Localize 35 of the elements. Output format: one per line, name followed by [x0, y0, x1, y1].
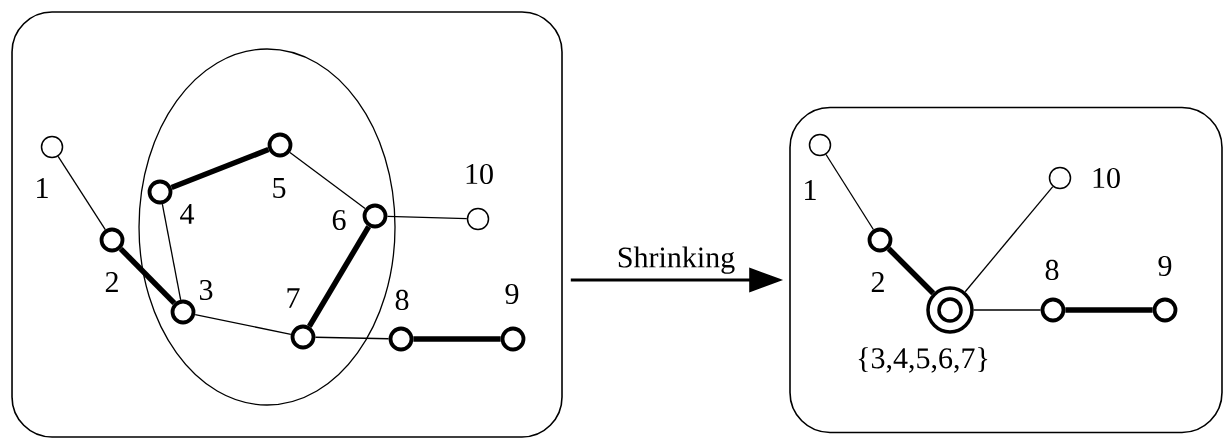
- graph-edge: [1065, 307, 1153, 313]
- blossom-ellipse: [138, 48, 396, 406]
- graph-edge: [825, 153, 875, 231]
- vertex-label: 9: [1158, 255, 1172, 277]
- graph-edge: [314, 336, 390, 340]
- graph-edge: [386, 215, 468, 220]
- graph-edge: [57, 155, 106, 231]
- vertex-label: 4: [180, 204, 195, 224]
- graph-edge: [170, 146, 270, 191]
- graph-edge: [194, 313, 292, 336]
- graph-edge: [413, 336, 501, 342]
- graph-edge: [161, 203, 182, 301]
- graph-edge: [307, 225, 372, 328]
- vertex-label: 9: [505, 283, 519, 305]
- vertex-label: 10: [1093, 167, 1120, 189]
- graph-edge: [289, 151, 366, 210]
- vertex-label: 7: [287, 288, 300, 308]
- vertex-label: 10: [466, 163, 493, 185]
- vertex-label: 8: [395, 289, 409, 311]
- graph-panel: [789, 106, 1223, 434]
- graph-panel: [11, 11, 563, 438]
- vertex-label: 5: [273, 178, 286, 198]
- edge-label: Shrinking: [614, 244, 738, 276]
- vertex-label: 3: [199, 279, 213, 301]
- graph-edge: [964, 186, 1054, 293]
- vertex-label: 8: [1045, 259, 1059, 281]
- vertex-label: {3,4,5,6,7}: [858, 347, 988, 373]
- vertex-label: 1: [37, 178, 48, 198]
- graph-edge: [973, 309, 1042, 311]
- vertex-label: 1: [805, 180, 816, 200]
- graph-edge: [886, 246, 936, 296]
- vertex-label: 2: [105, 272, 118, 292]
- vertex-label: 6: [332, 209, 346, 231]
- vertex-label: 2: [871, 272, 884, 292]
- graph-edge: [118, 246, 177, 306]
